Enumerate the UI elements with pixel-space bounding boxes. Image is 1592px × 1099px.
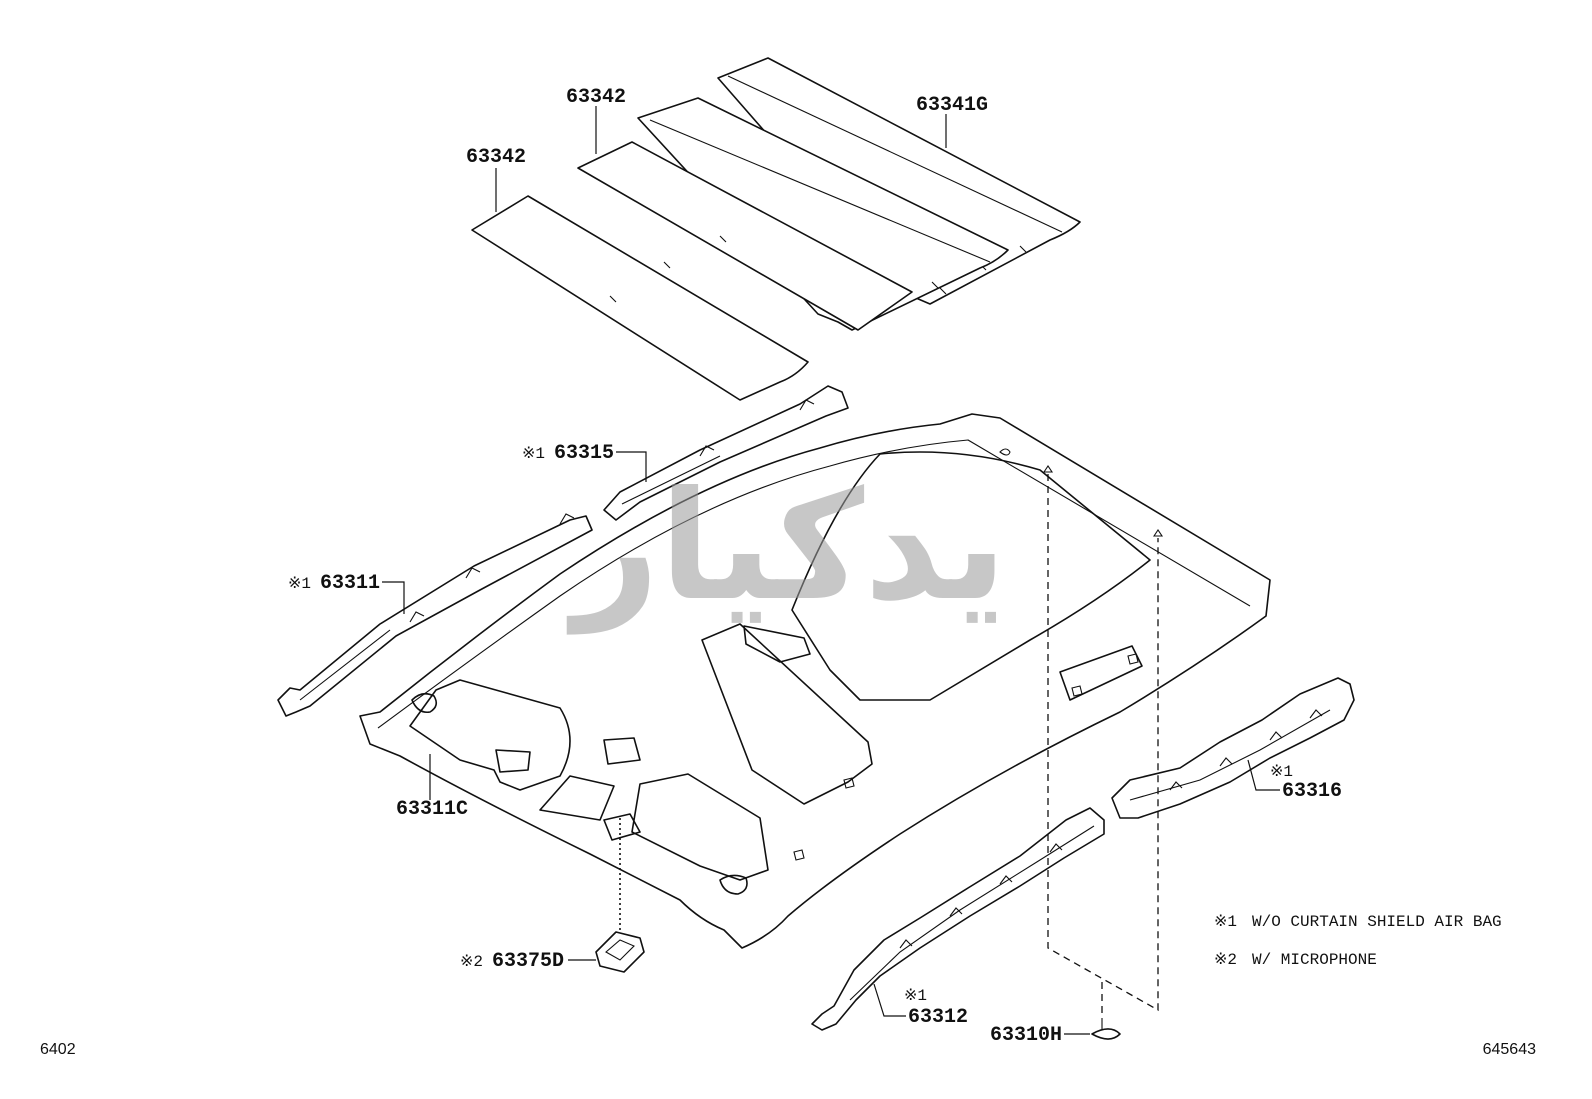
- notes-legend: ※1 W/O CURTAIN SHIELD AIR BAG ※2 W/ MICR…: [1214, 913, 1502, 969]
- roof-side-rail-63316: [1111, 677, 1355, 819]
- note-1-text: W/O CURTAIN SHIELD AIR BAG: [1252, 913, 1502, 931]
- label-63342-upper: 63342: [566, 86, 626, 109]
- note-2-text: W/ MICROPHONE: [1252, 951, 1377, 969]
- label-63310h: 63310H: [990, 1024, 1062, 1047]
- mark-63312: ※1: [904, 987, 927, 1005]
- silencer-pad-63342-upper: [577, 97, 1009, 331]
- roof-headlining-63311c: [359, 413, 1271, 949]
- roof-side-rail-63311: [277, 513, 593, 717]
- label-63311: 63311: [320, 572, 380, 595]
- roof-side-rail-63315: [603, 385, 849, 521]
- microphone-bracket-63375d: [595, 818, 645, 973]
- label-63375d: 63375D: [492, 950, 564, 973]
- watermark-text: یدکیار: [566, 460, 1007, 635]
- note-1-mark: ※1: [1214, 913, 1237, 931]
- mark-63316: ※1: [1270, 763, 1293, 781]
- label-63315: 63315: [554, 442, 614, 465]
- leader-lines: [382, 106, 1280, 1035]
- mark-63375d: ※2: [460, 953, 483, 971]
- label-63341g: 63341G: [916, 94, 988, 117]
- mark-63311: ※1: [288, 575, 311, 593]
- mark-63315: ※1: [522, 445, 545, 463]
- note-2-mark: ※2: [1214, 951, 1237, 969]
- silencer-pad-63342-lower: [471, 195, 809, 401]
- label-63342-lower: 63342: [466, 146, 526, 169]
- footer-code-right: 645643: [1483, 1041, 1536, 1058]
- clip-63310h: [1042, 465, 1164, 1040]
- footer-code-left: 6402: [40, 1041, 76, 1058]
- label-63311c: 63311C: [396, 798, 468, 821]
- roof-side-rail-63312: [811, 807, 1105, 1031]
- label-63316: 63316: [1282, 780, 1342, 803]
- label-63312: 63312: [908, 1006, 968, 1029]
